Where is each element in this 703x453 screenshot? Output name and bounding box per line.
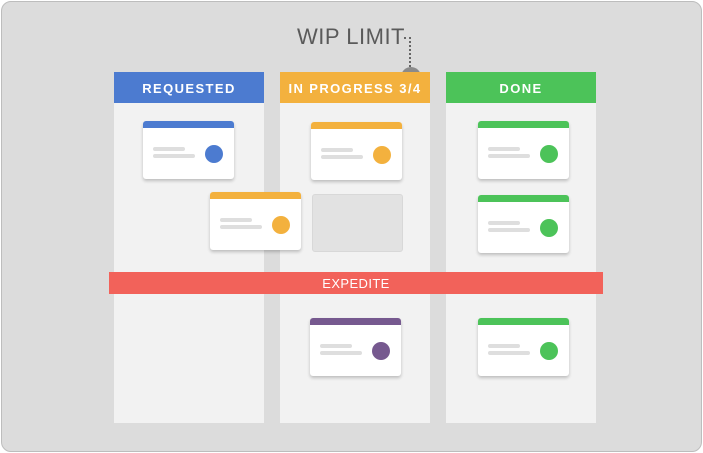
card-in-progress-expedite[interactable]	[310, 318, 401, 376]
card-done-expedite[interactable]	[478, 318, 569, 376]
card-color-bar	[478, 121, 569, 128]
card-color-bar	[310, 318, 401, 325]
card-avatar-icon	[205, 145, 223, 163]
card-text-line	[488, 221, 520, 225]
card-avatar-icon	[373, 146, 391, 164]
card-text-line	[220, 218, 252, 222]
card-text-line	[153, 154, 195, 158]
card-color-bar	[478, 318, 569, 325]
card-avatar-icon	[272, 216, 290, 234]
column-header-in-progress: IN PROGRESS 3/4	[280, 72, 430, 103]
card-text-line	[488, 351, 530, 355]
card-text-line	[488, 344, 520, 348]
card-text-line	[321, 148, 353, 152]
card-color-bar	[210, 192, 301, 199]
card-text-line	[220, 225, 262, 229]
card-text-line	[320, 351, 362, 355]
card-in-progress-1[interactable]	[311, 122, 402, 180]
card-avatar-icon	[540, 342, 558, 360]
card-avatar-icon	[540, 219, 558, 237]
card-color-bar	[143, 121, 234, 128]
wip-leader-line	[404, 37, 411, 39]
expedite-lane: EXPEDITE	[109, 272, 603, 294]
card-text-line	[321, 155, 363, 159]
card-text-line	[153, 147, 185, 151]
column-header-done: DONE	[446, 72, 596, 103]
card-text-line	[488, 228, 530, 232]
card-done-1[interactable]	[478, 121, 569, 179]
card-text-line	[488, 154, 530, 158]
column-header-requested: REQUESTED	[114, 72, 264, 103]
card-done-2[interactable]	[478, 195, 569, 253]
card-text-line	[320, 344, 352, 348]
wip-leader-line-vertical	[409, 37, 411, 67]
card-drop-placeholder	[312, 194, 403, 252]
card-color-bar	[478, 195, 569, 202]
card-moving[interactable]	[210, 192, 301, 250]
card-color-bar	[311, 122, 402, 129]
card-requested-1[interactable]	[143, 121, 234, 179]
card-text-line	[488, 147, 520, 151]
card-avatar-icon	[372, 342, 390, 360]
wip-limit-label: WIP LIMIT	[297, 24, 405, 49]
card-avatar-icon	[540, 145, 558, 163]
